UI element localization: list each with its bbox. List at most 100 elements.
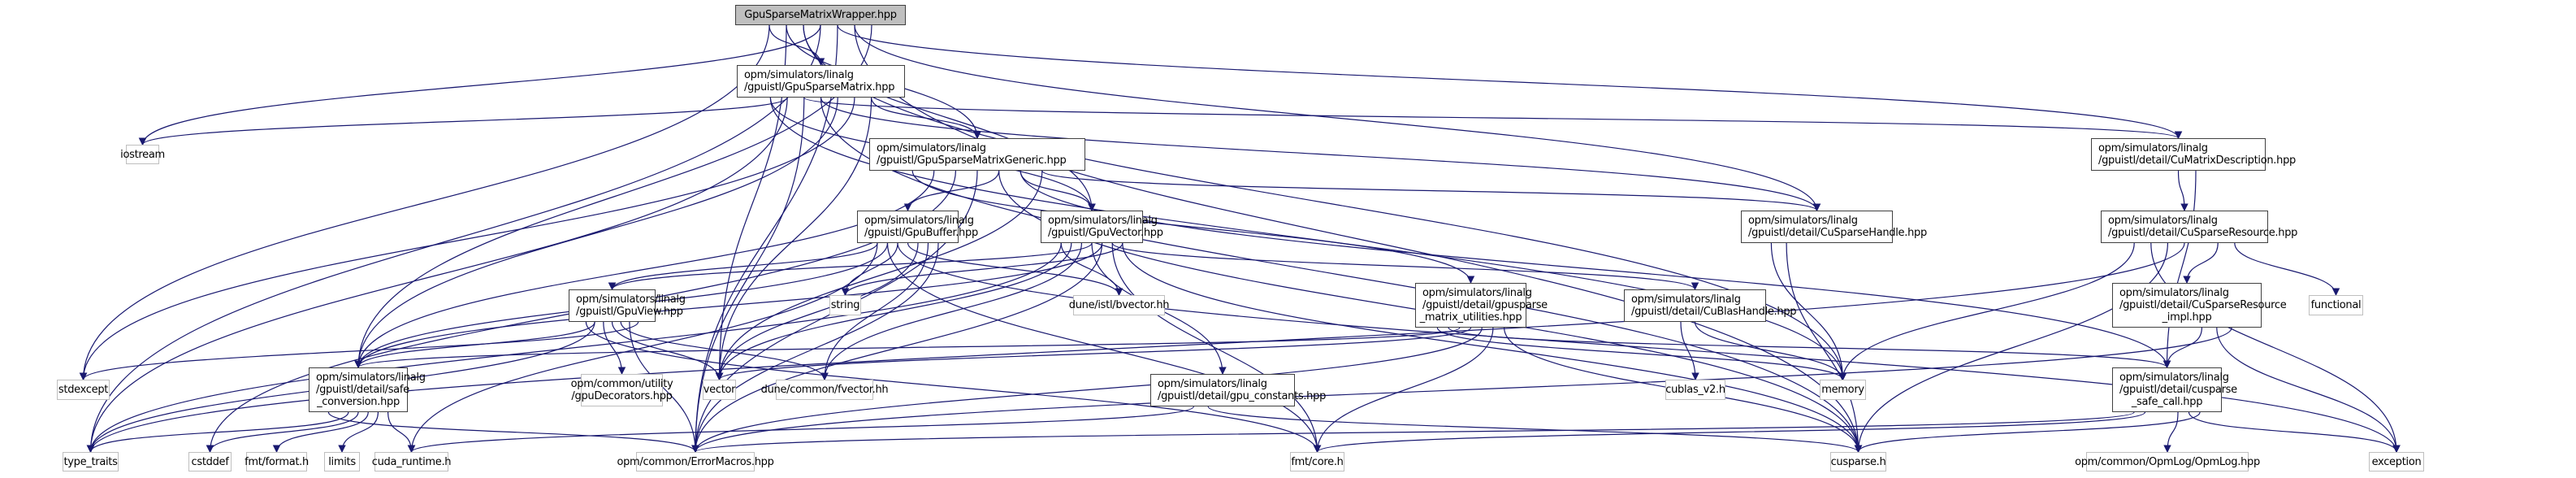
edge-gpuview-to-gpudecorators — [603, 321, 626, 375]
edge-cusparsehandle-to-cusparse — [1786, 242, 1863, 453]
node-typetraits[interactable]: type_traits — [63, 452, 119, 471]
node-label-line: opm/common/OpmLog/OpmLog.hpp — [2075, 455, 2260, 468]
node-exception[interactable]: exception — [2369, 452, 2424, 471]
edge-gpubuffer-to-vector — [715, 242, 919, 380]
node-fvector[interactable]: dune/common/fvector.hh — [761, 380, 889, 400]
edge-gpusparsematrixgeneric-to-vector — [715, 170, 1043, 380]
node-cusparseresourceimpl[interactable]: opm/simulators/linalg/gpuistl/detail/CuS… — [2112, 283, 2287, 328]
edge-cusparseresourceimpl-to-exception — [2216, 327, 2401, 453]
node-label-line: /gpuistl/detail/CuSparseResource — [2119, 299, 2287, 311]
node-label-line: opm/simulators/linalg — [744, 69, 854, 81]
edge-wrapper-to-memory — [803, 24, 1847, 380]
edge-cusparseresourceimpl-to-errormacros — [691, 327, 2232, 453]
node-limits[interactable]: limits — [324, 452, 360, 471]
edge-gpusparsematrix-to-typetraits — [86, 97, 788, 453]
node-label-line: /gpuistl/GpuView.hpp — [576, 306, 683, 318]
node-gpusparsematrixgeneric[interactable]: opm/simulators/linalg/gpuistl/GpuSparseM… — [869, 138, 1085, 171]
edge-gpusparsematrix-to-cumatrixdescription — [803, 97, 2182, 139]
node-cublashandle[interactable]: opm/simulators/linalg/gpuistl/detail/CuB… — [1624, 289, 1797, 322]
node-cusparseresource[interactable]: opm/simulators/linalg/gpuistl/detail/CuS… — [2101, 211, 2297, 243]
node-label-line: opm/simulators/linalg — [576, 293, 686, 306]
edge-gpuvector-to-gpuview — [608, 242, 1093, 290]
node-label-line: cstddef — [191, 455, 229, 468]
edge-gpuvector-to-cusparse — [1122, 242, 1863, 453]
edge-gpusparsematrix-to-vector — [715, 97, 872, 380]
edge-gpusparseutils-to-memory — [1436, 327, 1847, 380]
node-cusparse[interactable]: cusparse.h — [1830, 452, 1886, 471]
node-cusparsesafecall[interactable]: opm/simulators/linalg/gpuistl/detail/cus… — [2112, 367, 2237, 412]
node-label-line: vector — [703, 384, 736, 396]
node-cumatrixdescription[interactable]: opm/simulators/linalg/gpuistl/detail/CuM… — [2091, 138, 2296, 171]
edge-gpusparseutils-to-vector — [715, 327, 1472, 380]
edge-gpusparsematrixgeneric-to-cusparsesafecall — [1020, 170, 2171, 368]
edge-cublashandle-to-memory — [1694, 321, 1847, 380]
node-label-line: cuda_runtime.h — [371, 455, 452, 468]
node-label-line: /gpuistl/detail/gpusparse — [1422, 299, 1548, 311]
node-cublas[interactable]: cublas_v2.h — [1665, 380, 1725, 400]
node-cusparsehandle[interactable]: opm/simulators/linalg/gpuistl/detail/CuS… — [1741, 211, 1927, 243]
edge-gpubuffer-to-gpuview — [608, 242, 878, 290]
node-label-line: /gpuistl/detail/CuBlasHandle.hpp — [1631, 306, 1797, 318]
node-label-line: fmt/format.h — [245, 455, 309, 468]
edge-gpubuffer-to-bvector — [907, 242, 1123, 296]
node-label-line: opm/simulators/linalg — [877, 142, 986, 154]
node-gpuvector[interactable]: opm/simulators/linalg/gpuistl/GpuVector.… — [1041, 211, 1163, 243]
edge-wrapper-to-cusparse — [854, 24, 1863, 453]
edge-gpuview-to-stdexcept — [79, 321, 639, 380]
edge-gpuview-to-fmtcore — [585, 321, 1322, 453]
node-label-line: opm/simulators/linalg — [864, 215, 974, 227]
node-cudaruntime[interactable]: cuda_runtime.h — [371, 452, 452, 471]
node-label-line: string — [830, 299, 860, 311]
node-gpusparsematrix[interactable]: opm/simulators/linalg/gpuistl/GpuSparseM… — [737, 65, 905, 98]
node-label-line: opm/common/ErrorMacros.hpp — [617, 455, 774, 468]
node-label-line: /gpuistl/GpuBuffer.hpp — [864, 227, 978, 239]
edge-gpuvector-to-string — [841, 242, 1123, 296]
edge-wrapper-to-stdexcept — [79, 24, 770, 380]
edge-gpusparsematrix-to-iostream — [138, 97, 788, 146]
edge-gpuvector-to-fvector — [820, 242, 1082, 380]
edge-safeconversion-to-cstddef — [206, 411, 359, 453]
edge-cumatrixdescription-to-cusparseresource — [2177, 170, 2189, 211]
edge-wrapper-to-gpuvector — [803, 24, 1096, 211]
node-wrapper[interactable]: GpuSparseMatrixWrapper.hpp — [735, 5, 906, 25]
edge-gpuconstants-to-cudaruntime — [407, 406, 1194, 453]
node-bvector[interactable]: dune/istl/bvector.hh — [1069, 295, 1170, 315]
node-stdexcept[interactable]: stdexcept — [57, 380, 110, 400]
node-memory[interactable]: memory — [1820, 380, 1866, 400]
node-label-line: /gpuistl/detail/cusparse — [2119, 384, 2237, 396]
node-string[interactable]: string — [829, 295, 861, 315]
node-fmtformat[interactable]: fmt/format.h — [245, 452, 309, 471]
node-gpubuffer[interactable]: opm/simulators/linalg/gpuistl/GpuBuffer.… — [857, 211, 978, 243]
node-label-line: /gpuistl/detail/safe — [316, 384, 409, 396]
node-label-line: _matrix_utilities.hpp — [1419, 311, 1522, 324]
node-gpuconstants[interactable]: opm/simulators/linalg/gpuistl/detail/gpu… — [1150, 374, 1326, 406]
node-cstddef[interactable]: cstddef — [188, 452, 232, 471]
edge-gpusparsematrixgeneric-to-gpuvector — [1020, 170, 1096, 211]
node-label-line: functional — [2310, 299, 2362, 311]
node-fmtcore[interactable]: fmt/core.h — [1290, 452, 1344, 471]
edge-cusparseresourceimpl-to-cusparsesafecall — [2163, 327, 2202, 368]
edge-cusparseresource-to-cusparseresourceimpl — [2183, 242, 2219, 284]
node-label-line: _impl.hpp — [2162, 311, 2212, 324]
node-label-line: /gpuistl/GpuVector.hpp — [1048, 227, 1163, 239]
node-gpusparseutils[interactable]: opm/simulators/linalg/gpuistl/detail/gpu… — [1415, 283, 1548, 328]
edge-safeconversion-to-limits — [338, 411, 379, 453]
node-label-line: opm/simulators/linalg — [2098, 142, 2208, 154]
node-errormacros[interactable]: opm/common/ErrorMacros.hpp — [617, 452, 774, 471]
node-vector[interactable]: vector — [703, 380, 736, 400]
node-label-line: fmt/core.h — [1291, 455, 1344, 468]
node-functional[interactable]: functional — [2309, 295, 2363, 315]
edge-safeconversion-to-errormacros — [327, 411, 699, 453]
node-gpuview[interactable]: opm/simulators/linalg/gpuistl/GpuView.hp… — [569, 289, 686, 322]
edge-cumatrixdescription-to-cusparsesafecall — [2163, 170, 2197, 368]
node-label-line: cusparse.h — [1830, 455, 1886, 468]
edge-wrapper-to-gpusparsematrix — [768, 24, 825, 66]
node-safeconversion[interactable]: opm/simulators/linalg/gpuistl/detail/saf… — [309, 367, 426, 412]
node-gpudecorators[interactable]: opm/common/utility/gpuDecorators.hpp — [571, 374, 673, 406]
node-label-line: cublas_v2.h — [1665, 384, 1725, 396]
edge-cusparsesafecall-to-fmtcore — [1313, 411, 2146, 453]
node-opmlog[interactable]: opm/common/OpmLog/OpmLog.hpp — [2075, 452, 2260, 471]
node-label-line: iostream — [120, 148, 165, 161]
node-iostream[interactable]: iostream — [120, 145, 165, 164]
